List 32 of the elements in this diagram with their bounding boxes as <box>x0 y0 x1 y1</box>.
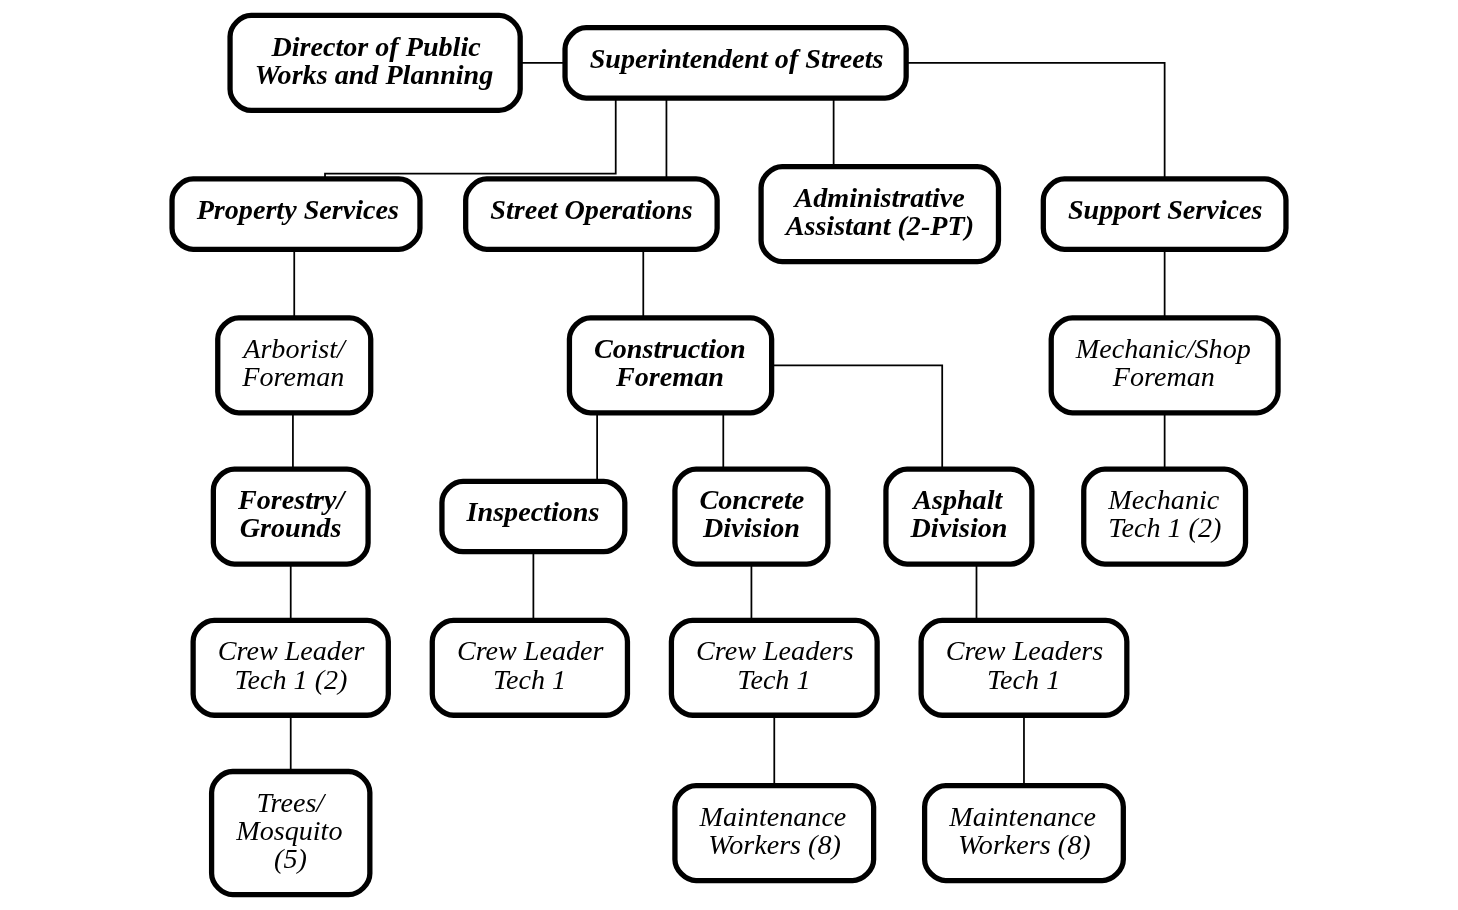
connector <box>292 412 294 470</box>
connector <box>293 249 296 319</box>
connector <box>1163 412 1166 470</box>
node-box: Crew Leader Tech 1 <box>429 617 631 718</box>
connector <box>324 97 617 180</box>
connector <box>642 249 645 319</box>
node-box: Inspections <box>439 478 628 555</box>
node-box: Maintenance Workers (8) <box>922 782 1126 884</box>
connector <box>722 412 725 470</box>
node-box: Superintendent of Streets <box>562 25 909 101</box>
node-box: Forestry/ Grounds <box>210 466 371 567</box>
node-box: Administrative Assistant (2-PT) <box>758 164 1002 265</box>
node-box: Crew Leaders Tech 1 <box>668 617 880 718</box>
node-box: Property Services <box>169 176 423 252</box>
connector <box>905 62 1166 180</box>
node-box: Street Operations <box>463 176 720 252</box>
connector <box>596 412 598 482</box>
connector <box>519 62 566 64</box>
connector <box>1163 249 1166 319</box>
node-box: Construction Foreman <box>566 315 775 416</box>
node-box: Crew Leaders Tech 1 <box>918 617 1130 718</box>
node-box: Director of Public Works and Planning <box>227 12 523 113</box>
node-box: Mechanic/Shop Foreman <box>1048 315 1281 416</box>
node-box: Arborist/ Foreman <box>215 315 374 416</box>
connector <box>665 97 668 180</box>
node-box: Mechanic Tech 1 (2) <box>1081 466 1249 567</box>
node-box: Asphalt Division <box>883 466 1035 567</box>
node-box: Maintenance Workers (8) <box>672 782 877 884</box>
node-box: Support Services <box>1040 176 1289 252</box>
node-box: Concrete Division <box>672 466 831 567</box>
node-box: Crew Leader Tech 1 (2) <box>190 617 391 718</box>
node-box: Trees/ Mosquito (5) <box>208 768 373 898</box>
